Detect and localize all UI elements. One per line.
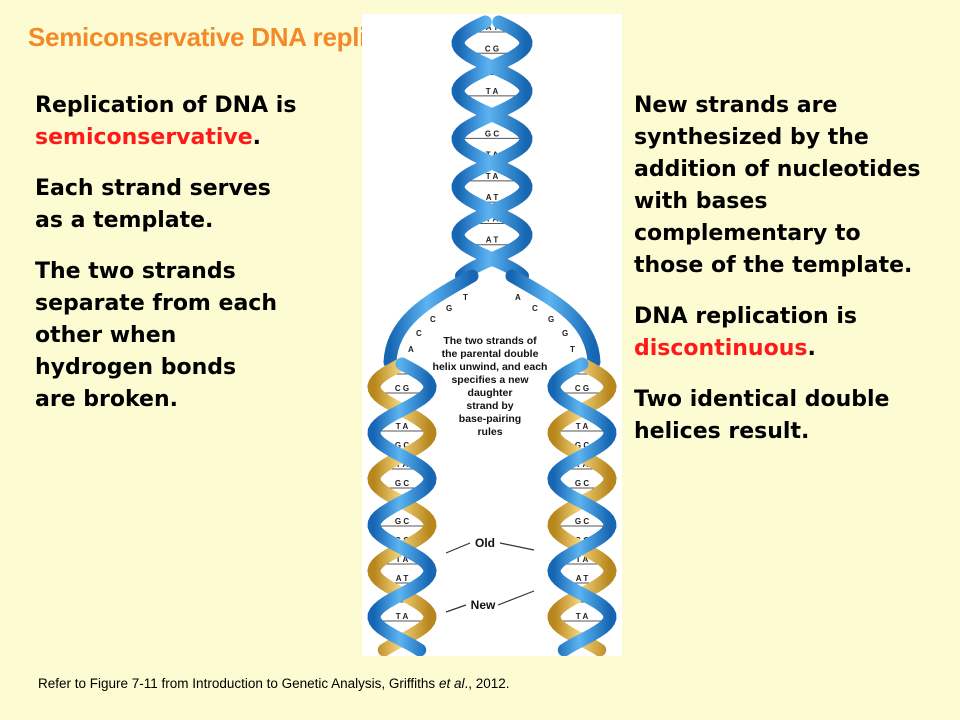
right-daughter-base-label: T A (576, 422, 589, 431)
callout-line-3: helix unwind, and each (433, 361, 548, 373)
right-p2-period: . (807, 336, 816, 361)
right-p1-line-f: those of the template. (634, 253, 913, 278)
left-daughter-base-label: T A (396, 422, 409, 431)
dna-replication-diagram: A TC GC GT AA TG CT AT AA TT AA TC G TGC… (362, 14, 622, 656)
old-new-labels (445, 542, 535, 613)
parental-strand-a (451, 15, 533, 283)
fork-arm-left (383, 269, 479, 369)
parental-base-label: A T (486, 236, 499, 245)
citation-text: Refer to Figure 7-11 from Introduction t… (38, 676, 439, 691)
left-daughter-base-label: G C (395, 441, 409, 450)
left-p3-line-e: are broken. (35, 387, 178, 412)
callout-line-2: the parental double (442, 348, 539, 360)
fork-base-left: C (416, 329, 422, 338)
semiconservative-term: semiconservative (35, 125, 253, 150)
left-p2-line-a: Each strand serves (35, 176, 271, 201)
right-daughter-strand-a (547, 357, 617, 656)
right-paragraph-3: Two identical double helices result. (634, 384, 954, 448)
fork-base-right: G (562, 329, 568, 338)
new-strand-label: New (471, 598, 496, 612)
left-p1-period: . (252, 125, 262, 150)
parental-base-label: C G (485, 44, 499, 53)
callout-line-1: The two strands of (443, 335, 537, 347)
right-daughter-base-label: G C (575, 536, 589, 545)
left-daughter-strand-a (367, 357, 437, 656)
parental-helix: A TC GC GT AA TG CT AT AA TT AA TC G (451, 15, 533, 283)
right-p1-line-e: complementary to (634, 221, 861, 246)
daughter-helix-left: G CC GA TT AG CT AG CA TG CG CT AA TG CT… (367, 357, 437, 656)
daughter-helix-right: G CC GA TT AG CT AG CA TG CG CT AA TG CT… (547, 357, 617, 656)
left-daughter-base-label: T A (396, 555, 409, 564)
citation-year: ., 2012. (464, 676, 510, 691)
right-p1-line-d: with bases (634, 189, 768, 214)
right-daughter-base-label: A T (576, 574, 589, 583)
new-pointer-left (445, 604, 467, 613)
parental-base-label: A T (486, 193, 499, 202)
right-p3-line-b: helices result. (634, 419, 810, 444)
fork-base-right: G (548, 315, 554, 324)
left-daughter-base-label: C G (395, 384, 409, 393)
right-p1-line-c: addition of nucleotides (634, 157, 921, 182)
fork-base-right: T (570, 345, 575, 354)
left-paragraph-1: Replication of DNA is semiconservative. (35, 90, 345, 154)
fork-base-left: T (463, 293, 468, 302)
callout-line-6: strand by (466, 400, 513, 412)
citation: Refer to Figure 7-11 from Introduction t… (38, 676, 510, 691)
left-p3-line-b: separate from each (35, 291, 277, 316)
parental-base-label: T A (486, 214, 499, 223)
right-p2-line-a: DNA replication is (634, 304, 857, 329)
left-daughter-base-label: T A (396, 612, 409, 621)
left-paragraph-3: The two strands separate from each other… (35, 256, 345, 416)
right-text-block: New strands are synthesized by the addit… (634, 90, 954, 467)
old-pointer-right (499, 542, 535, 551)
left-p2-line-b: as a template. (35, 208, 214, 233)
right-paragraph-2: DNA replication is discontinuous. (634, 301, 954, 365)
left-daughter-base-label: T A (396, 460, 409, 469)
left-text-block: Replication of DNA is semiconservative. … (35, 90, 345, 435)
left-daughter-base-label: G C (395, 517, 409, 526)
parental-base-label: T A (486, 151, 499, 160)
parental-base-label: A T (486, 23, 499, 32)
citation-et-al: et al (438, 676, 465, 691)
fork-base-left: A (408, 345, 414, 354)
right-daughter-base-label: G C (575, 441, 589, 450)
old-strand-label: Old (475, 536, 495, 550)
parental-base-label: G C (485, 129, 499, 138)
right-p1-line-b: synthesized by the (634, 125, 869, 150)
parental-base-label: T A (486, 172, 499, 181)
right-p3-line-a: Two identical double (634, 387, 890, 412)
callout-line-4: specifies a new (451, 374, 529, 386)
left-p1-line-a: Replication of DNA is (35, 93, 297, 118)
callout-line-8: rules (477, 426, 502, 438)
right-daughter-base-label: G C (575, 517, 589, 526)
right-p1-line-a: New strands are (634, 93, 838, 118)
right-daughter-base-label: G C (575, 479, 589, 488)
left-paragraph-2: Each strand serves as a template. (35, 173, 345, 237)
parental-base-label: T A (486, 87, 499, 96)
callout-line-5: daughter (468, 387, 513, 399)
left-p3-line-d: hydrogen bonds (35, 355, 237, 380)
old-pointer-left (445, 542, 471, 554)
right-daughter-base-label: T A (576, 555, 589, 564)
callout-line-7: base-pairing (459, 413, 521, 425)
callout-text: The two strands of the parental double h… (433, 335, 548, 438)
new-pointer-right (497, 590, 535, 606)
right-daughter-base-label: T A (576, 460, 589, 469)
right-paragraph-1: New strands are synthesized by the addit… (634, 90, 954, 282)
left-p3-line-c: other when (35, 323, 177, 348)
fork-base-left: C (430, 315, 436, 324)
fork-base-right: A (515, 293, 521, 302)
fork-arm-right (505, 269, 601, 369)
right-daughter-base-label: C G (575, 384, 589, 393)
fork-base-right: C (532, 304, 538, 313)
left-p3-line-a: The two strands (35, 259, 236, 284)
discontinuous-term: discontinuous (634, 336, 808, 361)
left-daughter-base-label: G C (395, 479, 409, 488)
left-daughter-base-label: G C (395, 536, 409, 545)
right-daughter-base-label: T A (576, 612, 589, 621)
left-daughter-base-label: A T (396, 574, 409, 583)
fork-base-left: G (446, 304, 452, 313)
